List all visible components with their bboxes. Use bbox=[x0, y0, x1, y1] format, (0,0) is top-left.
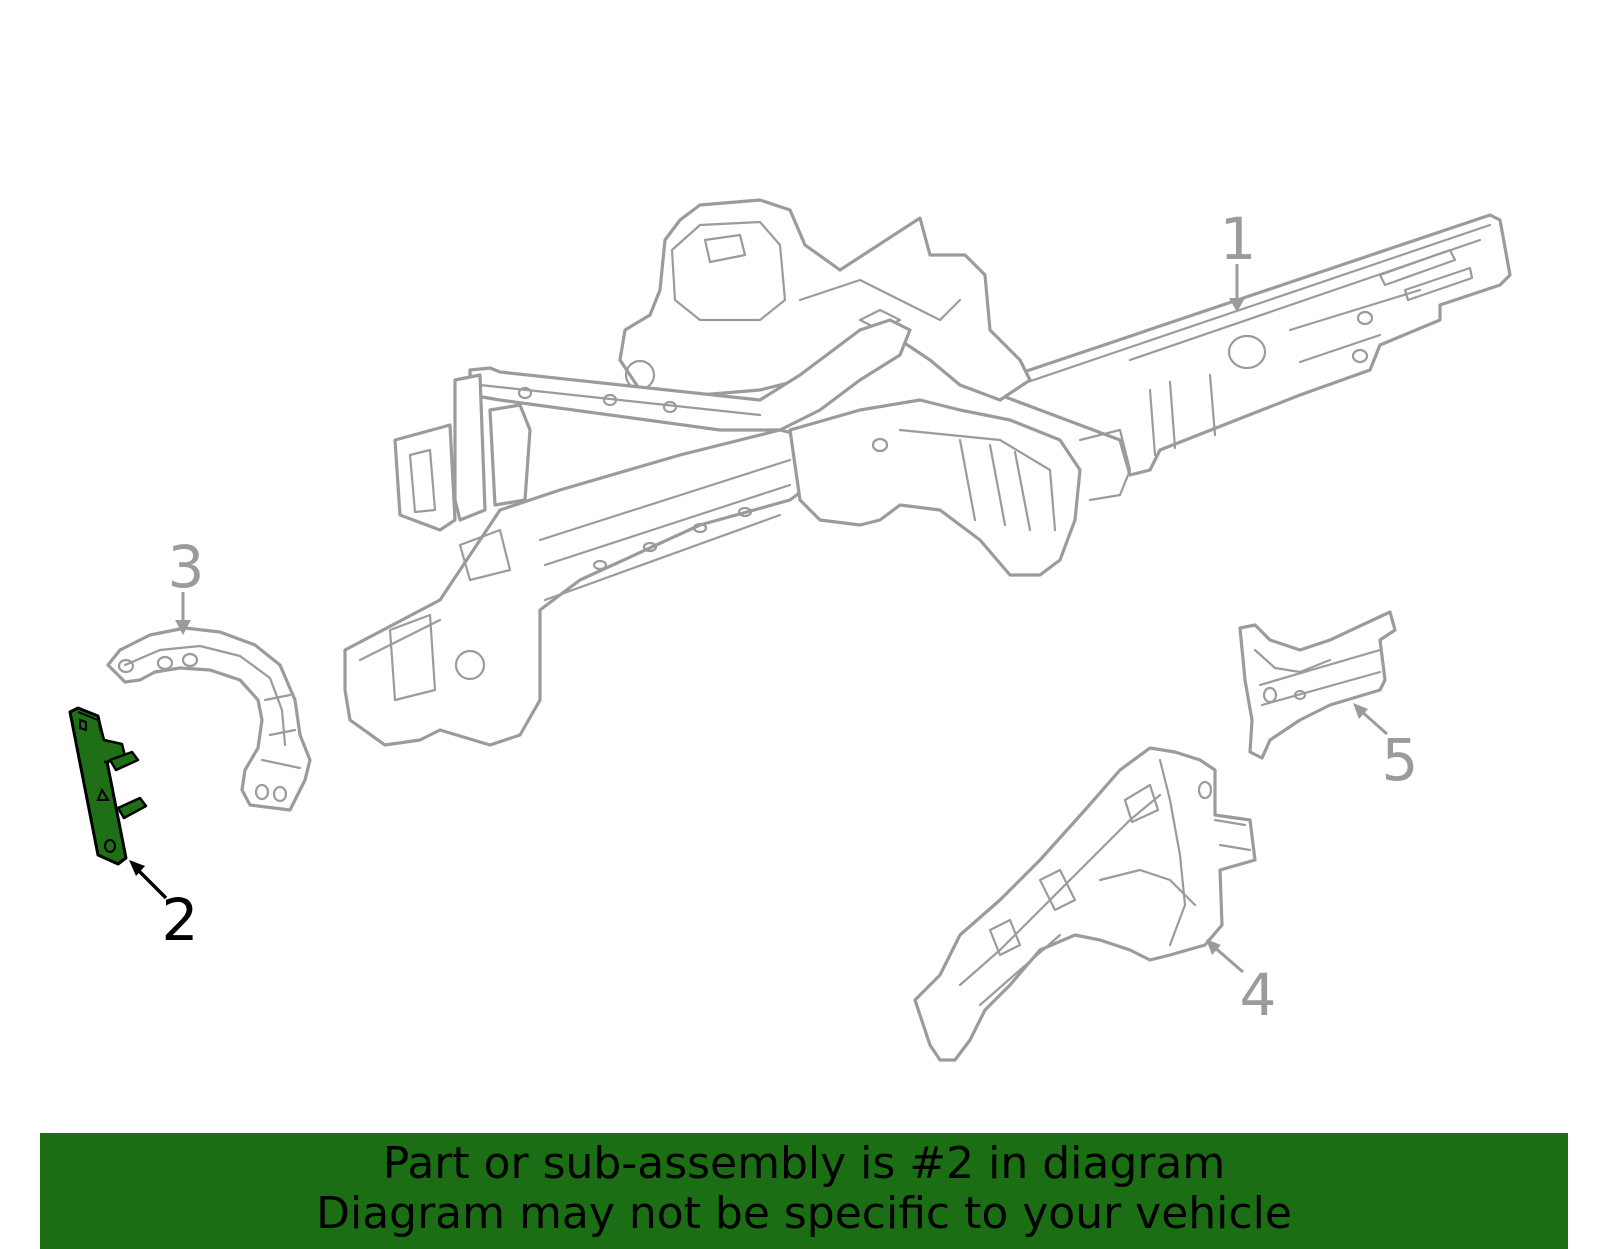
leader-4 bbox=[1206, 939, 1244, 974]
leader-5 bbox=[1353, 703, 1388, 736]
callout-5: 5 bbox=[1382, 726, 1419, 794]
callout-1: 1 bbox=[1220, 205, 1257, 273]
callout-2: 2 bbox=[162, 886, 199, 954]
part-4-lower-rail bbox=[913, 746, 1257, 1062]
part-5-extension bbox=[1238, 610, 1397, 760]
part-3-wheelhouse-arch bbox=[106, 626, 312, 812]
leader-2 bbox=[129, 860, 168, 900]
callout-3: 3 bbox=[168, 533, 205, 601]
part-1-front-frame bbox=[343, 198, 1512, 747]
banner-line-2: Diagram may not be specific to your vehi… bbox=[316, 1188, 1292, 1239]
callout-4: 4 bbox=[1240, 961, 1277, 1029]
leader-3 bbox=[175, 592, 191, 635]
banner-line-1: Part or sub-assembly is #2 in diagram bbox=[382, 1138, 1226, 1189]
info-banner: Part or sub-assembly is #2 in diagram Di… bbox=[40, 1133, 1568, 1249]
leader-1 bbox=[1229, 264, 1245, 312]
part-2-bracket-highlighted bbox=[68, 706, 148, 866]
